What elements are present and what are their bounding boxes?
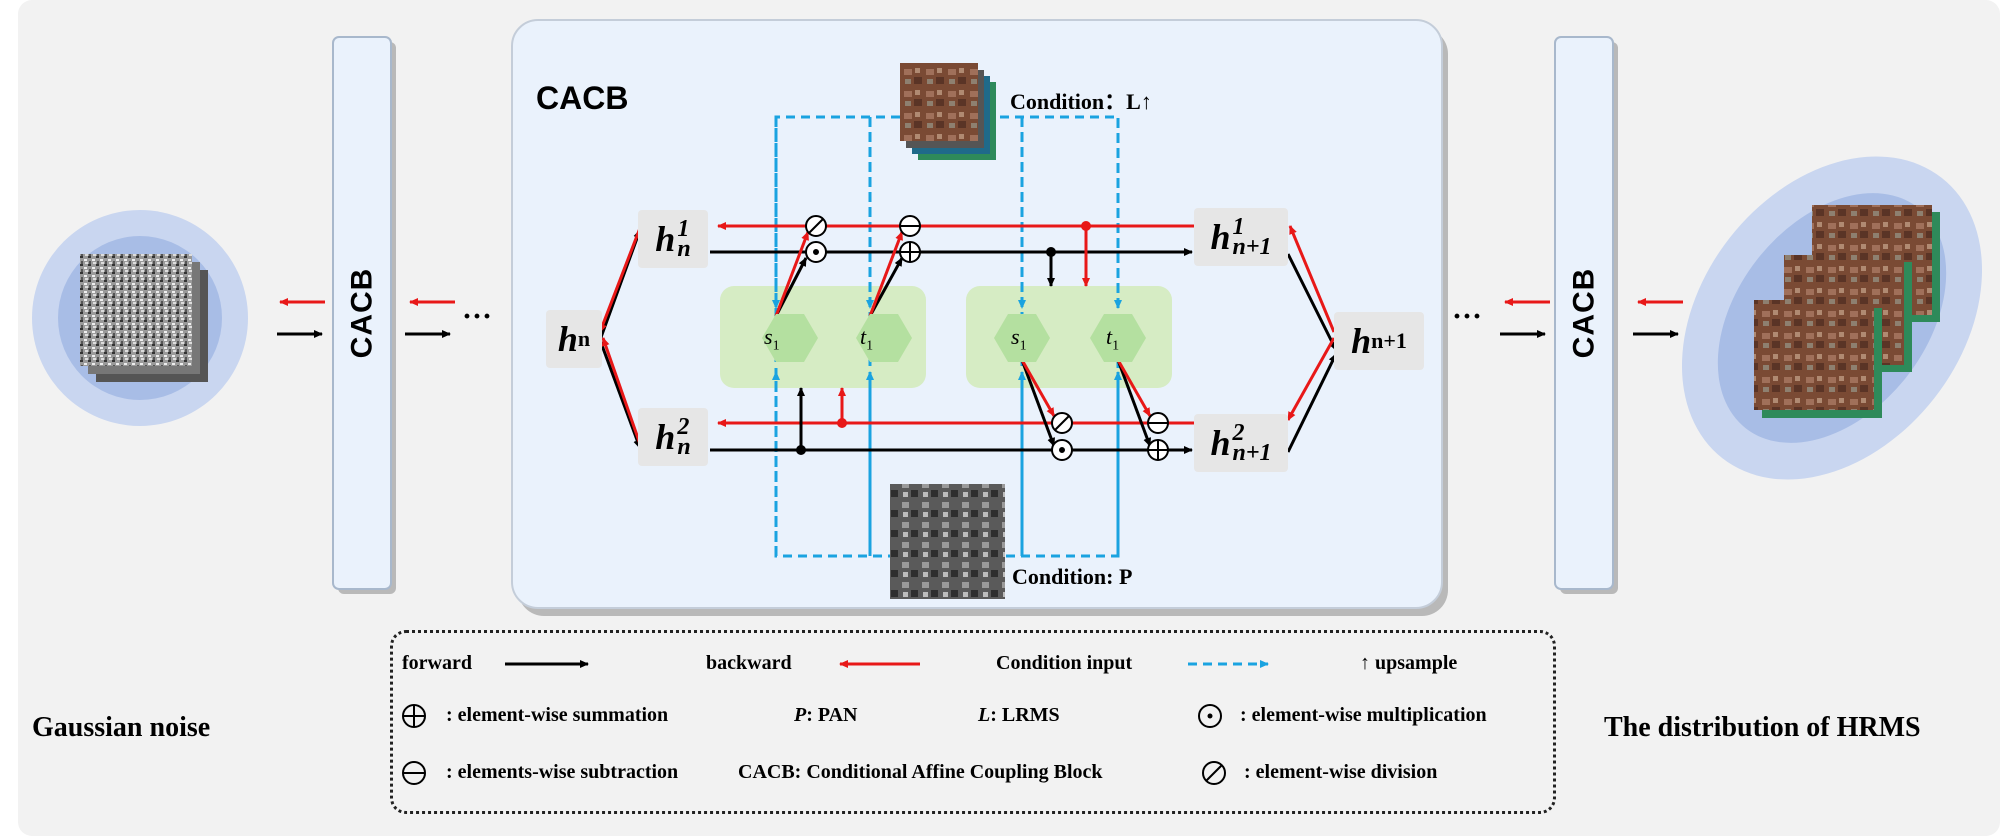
legend-upsample: ↑ upsample	[1360, 652, 1458, 674]
legend-pan: P: PAN	[794, 704, 858, 726]
legend-backward: backward	[706, 652, 792, 674]
legend-condition-input: Condition input	[996, 652, 1133, 674]
ellipsis-left: ···	[462, 300, 493, 333]
hex-s1-right-label: s1	[1011, 324, 1027, 354]
cacb-block-left: CACB	[345, 267, 379, 359]
center-block-title: CACB	[536, 80, 629, 116]
legend-forward: forward	[402, 652, 472, 674]
condition-pan-image	[890, 484, 1005, 599]
hex-t1-right	[1090, 314, 1146, 362]
condition-pan-label: Condition: P	[1012, 564, 1133, 589]
hex-s1-right	[994, 314, 1050, 362]
hex-t1-right-label: t1	[1106, 324, 1120, 354]
hex-t1-left-label: t1	[860, 324, 874, 354]
ellipsis-right: ···	[1452, 300, 1483, 333]
legend-div: : element-wise division	[1244, 761, 1438, 783]
legend-sub: : elements-wise subtraction	[446, 761, 679, 783]
legend-div-symbol	[1202, 761, 1226, 785]
gaussian-noise-label: Gaussian noise	[32, 712, 211, 743]
hex-s1-left	[762, 314, 818, 362]
condition-lrms-label: Condition：L↑	[1010, 89, 1152, 114]
condition-lrms-image	[900, 63, 996, 160]
legend-mult: : element-wise multiplication	[1240, 704, 1487, 726]
hex-t1-left	[856, 314, 912, 362]
legend-sum: : element-wise summation	[446, 704, 669, 726]
gaussian-noise-graphic	[32, 210, 248, 426]
legend-cacb-def: CACB: Conditional Affine Coupling Block	[738, 761, 1103, 783]
hrms-distribution-graphic	[1681, 156, 1983, 480]
hrms-distribution-label: The distribution of HRMS	[1604, 712, 1921, 743]
legend-lrms: L: LRMS	[978, 704, 1060, 726]
legend-box	[390, 630, 1556, 814]
legend-mult-symbol	[1198, 704, 1222, 728]
cacb-block-right: CACB	[1567, 267, 1601, 359]
hex-s1-left-label: s1	[764, 324, 780, 354]
